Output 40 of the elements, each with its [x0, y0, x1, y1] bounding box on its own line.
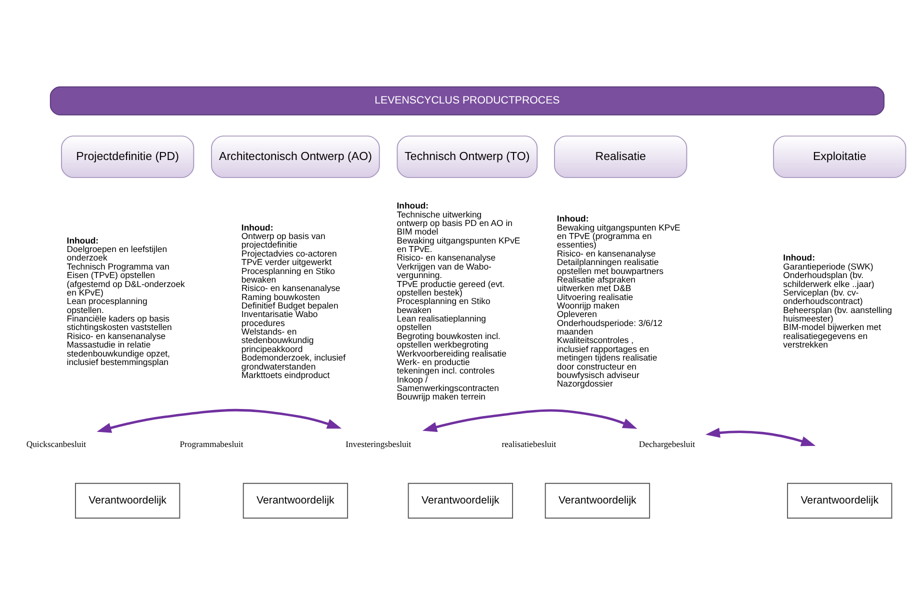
node-label: Technisch Programma van Eisen (TPvE) opstellen (afgestemd op D&L-onderzoek en KPvE) — [66, 260, 185, 297]
node-label: Ontwerp op basis van projectdefinitie — [241, 230, 326, 250]
node-label: Inhoud: — [783, 252, 815, 262]
node-box: Verantwoordelijk — [242, 482, 348, 518]
node-label: Risico- en kansenanalyse — [396, 252, 496, 262]
node-box: Verantwoordelijk — [544, 482, 650, 518]
node-text: Investeringsbesluit — [346, 438, 412, 448]
node-label: Lean realisatieplanning opstellen — [396, 313, 486, 332]
arrow — [96, 408, 342, 432]
node-label: Lean procesplanning opstellen. — [66, 296, 148, 314]
node-label: Bewaking uitgangspunten KPvE en TPvE. — [396, 234, 520, 254]
node-box: Verantwoordelijk — [75, 482, 180, 518]
node-box: Realisatie — [554, 135, 688, 178]
arrow — [422, 408, 638, 432]
node-box: Technisch Ontwerp (TO) — [396, 135, 538, 178]
node-label: Inhoud: — [241, 222, 274, 232]
node-label: Garantieperiode (SWK) — [783, 260, 874, 271]
node-label: Inhoud: — [396, 200, 429, 210]
node-label: Raming bouwkosten — [241, 291, 320, 302]
node-text: Programmabesluit — [180, 438, 244, 448]
node-text: Quickscanbesluit — [26, 438, 86, 448]
node-box: Verantwoordelijk — [787, 482, 892, 518]
node-box: Verantwoordelijk — [408, 482, 514, 518]
node-label: Technische uitwerking ontwerp op basis PD en AO in BIM model — [396, 208, 512, 236]
node-box: LEVENSCYCLUS PRODUCTPROCES — [50, 86, 884, 115]
node-label: Doelgroepen en leefstijlen onderzoek — [66, 244, 168, 262]
node-box: Exploitatie — [773, 135, 906, 178]
node-box: Projectdefinitie (PD) — [61, 135, 194, 178]
node-text: realisatiebesluit — [502, 438, 556, 448]
node-label: Financiële kaders op basis stichtingskosten vaststellen — [66, 313, 172, 332]
node-label: Inhoud: — [66, 234, 99, 245]
node-label: Inhoud: — [556, 213, 589, 224]
node-label: Kwaliteitscontroles , inclusief rapportages en metingen tijdens realisatie door constructeur en bouwfysisch adviseur — [556, 334, 658, 380]
node-label: Begroting bouwkosten incl. opstellen werkbegroting — [396, 330, 500, 350]
node-label: Risico- en kansenanalyse — [241, 282, 340, 293]
node-label: Bewaking uitgangspunten KPvE en TPvE (programma en essenties) — [556, 222, 680, 250]
node-text: Dechargebesluit — [638, 438, 696, 448]
node-label: Onderhoudsperiode: 3/6/12 maanden — [556, 317, 663, 336]
node-label: Uitvoering realisatie — [556, 291, 634, 302]
node-box: Architectonisch Ontwerp (AO) — [211, 135, 380, 178]
